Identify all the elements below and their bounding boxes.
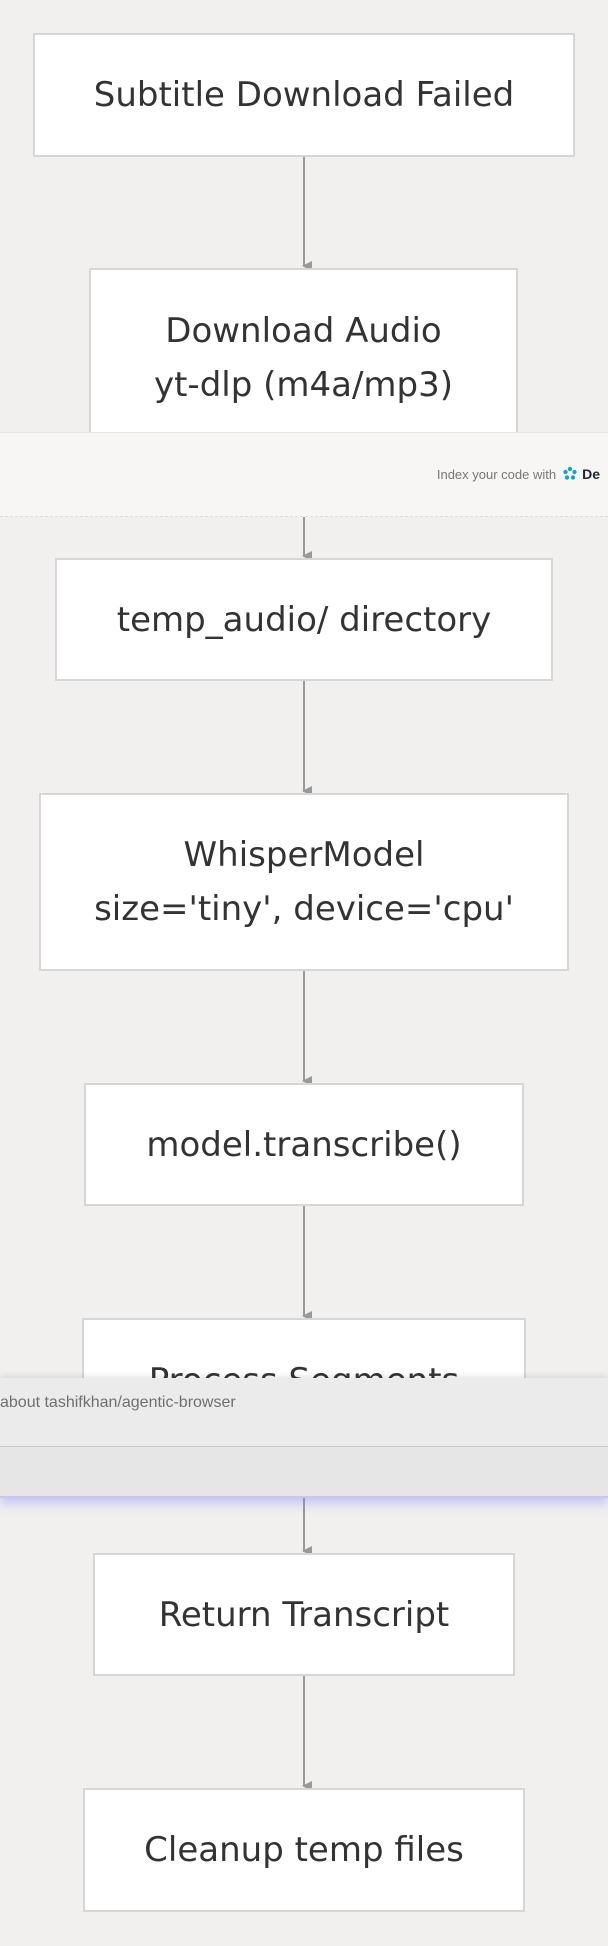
chat-input-row[interactable]: about tashifkhan/agentic-browser	[0, 1378, 608, 1447]
node-label: Cleanup temp files	[144, 1830, 464, 1870]
node-label: WhisperModel	[183, 835, 425, 875]
node-label: Subtitle Download Failed	[93, 75, 515, 115]
chat-input-bar[interactable]: about tashifkhan/agentic-browser	[0, 1378, 608, 1498]
banner-text: Index your code with	[436, 466, 557, 482]
banner-content: Index your code with De	[437, 466, 600, 482]
node-label: temp_audio/ directory	[116, 599, 492, 640]
node-temp-audio-directory: temp_audio/ directory	[55, 558, 553, 681]
node-label: size='tiny', device='cpu'	[94, 889, 514, 929]
index-code-banner[interactable]: Index your code with De	[0, 432, 608, 517]
brand-logo-icon	[563, 466, 577, 480]
node-label: model.transcribe()	[146, 1124, 462, 1165]
node-label: Download Audio	[165, 311, 442, 351]
node-download-audio: Download Audio yt-dlp (m4a/mp3)	[89, 268, 518, 448]
node-subtitle-download-failed: Subtitle Download Failed	[33, 33, 575, 157]
node-label: Return Transcript	[158, 1594, 450, 1635]
chat-placeholder-text: about tashifkhan/agentic-browser	[0, 1394, 236, 1411]
node-whisper-model: WhisperModel size='tiny', device='cpu'	[39, 793, 569, 971]
brand-name: De	[582, 466, 600, 482]
node-model-transcribe: model.transcribe()	[84, 1083, 524, 1206]
node-label: yt-dlp (m4a/mp3)	[153, 365, 454, 405]
node-cleanup-temp-files: Cleanup temp files	[83, 1788, 525, 1912]
node-return-transcript: Return Transcript	[93, 1553, 515, 1676]
